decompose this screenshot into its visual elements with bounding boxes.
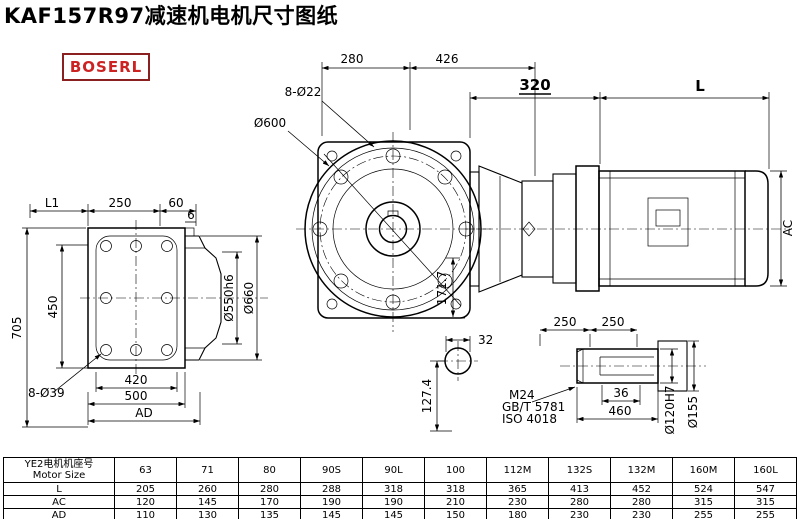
front-view: 280 426 8-Ø22 Ø600 171.7	[254, 52, 536, 332]
dim-6: 6	[187, 208, 195, 222]
dim-d550h6: Ø550h6	[222, 274, 236, 322]
table-cell: 135	[238, 508, 301, 519]
label-iso-4018: ISO 4018	[502, 412, 557, 426]
dim-d120H7: Ø120H7	[663, 385, 677, 434]
table-cell: 145	[362, 508, 425, 519]
page-title: KAF157R97减速机电机尺寸图纸	[4, 4, 339, 28]
table-header-motor-size: YE2电机机座号 Motor Size	[3, 457, 115, 483]
table-cell: 145	[300, 508, 363, 519]
dim-280: 280	[341, 52, 364, 66]
size-header-cell: 90L	[362, 457, 425, 483]
table-cell: 280	[238, 482, 301, 496]
table-cell: 260	[176, 482, 239, 496]
size-header-cell: 100	[424, 457, 487, 483]
dim-d155: Ø155	[686, 396, 700, 428]
size-header-cell: 112M	[486, 457, 549, 483]
dim-L: L	[695, 77, 705, 95]
table-cell: 120	[114, 495, 177, 509]
table-cell: 315	[734, 495, 797, 509]
table-cell: 318	[424, 482, 487, 496]
dim-AD: AD	[135, 406, 152, 420]
label-gbt-5781: GB/T 5781	[502, 400, 565, 414]
size-header-cell: 80	[238, 457, 301, 483]
size-header-cell: 71	[176, 457, 239, 483]
table-cell: 315	[672, 495, 735, 509]
dim-426: 426	[436, 52, 459, 66]
table-cell: 210	[424, 495, 487, 509]
table-cell: 288	[300, 482, 363, 496]
dim-500: 500	[125, 389, 148, 403]
motor-view: 320 L AC	[465, 76, 795, 293]
dim-32: 32	[478, 333, 493, 347]
dim-460: 460	[609, 404, 632, 418]
header-cn: YE2电机机座号	[24, 459, 94, 470]
table-cell: 230	[610, 508, 673, 519]
table-cell: 130	[176, 508, 239, 519]
table-cell: 205	[114, 482, 177, 496]
dim-M24: M24	[509, 388, 535, 402]
table-cell: 230	[548, 508, 611, 519]
table-cell: 452	[610, 482, 673, 496]
table-cell: 524	[672, 482, 735, 496]
dim-36: 36	[613, 386, 628, 400]
dim-705: 705	[10, 317, 24, 340]
drawing-svg: L1 250 60 6 705 450 Ø550h6 Ø660	[10, 52, 795, 435]
dim-450: 450	[46, 296, 60, 319]
dim-8-d39: 8-Ø39	[28, 386, 65, 400]
terminal-box	[647, 197, 689, 247]
table-cell: 190	[300, 495, 363, 509]
dim-250-a: 250	[554, 315, 577, 329]
dim-127-4: 127.4	[420, 379, 434, 413]
table-cell: 150	[424, 508, 487, 519]
dim-L1: L1	[45, 196, 59, 210]
oil-plug-icon	[522, 221, 536, 237]
size-header-cell: 160M	[672, 457, 735, 483]
dim-60: 60	[168, 196, 183, 210]
shaft-detail-view: 250 250 M24 GB/T 5781 ISO 4018 36 460 Ø1…	[502, 315, 706, 435]
dim-AC: AC	[781, 220, 795, 236]
row-label-cell: L	[3, 482, 115, 496]
dim-420: 420	[125, 373, 148, 387]
table-cell: 180	[486, 508, 549, 519]
table-cell: 318	[362, 482, 425, 496]
row-label-cell: AD	[3, 508, 115, 519]
table-cell: 547	[734, 482, 797, 496]
size-header-cell: 132S	[548, 457, 611, 483]
shaft-section-view: 32 127.4	[420, 333, 493, 432]
dim-171-7: 171.7	[435, 271, 449, 305]
size-header-cell: 63	[114, 457, 177, 483]
size-header-cell: 90S	[300, 457, 363, 483]
dim-d600: Ø600	[254, 116, 286, 130]
table-cell: 255	[734, 508, 797, 519]
table-cell: 280	[548, 495, 611, 509]
dim-250-b: 250	[602, 315, 625, 329]
table-cell: 110	[114, 508, 177, 519]
table-cell: 230	[486, 495, 549, 509]
row-label-cell: AC	[3, 495, 115, 509]
dim-320: 320	[519, 76, 550, 94]
left-view: L1 250 60 6 705 450 Ø550h6 Ø660	[10, 196, 268, 428]
dim-250-left: 250	[109, 196, 132, 210]
size-header-cell: 160L	[734, 457, 797, 483]
table-cell: 145	[176, 495, 239, 509]
table-cell: 280	[610, 495, 673, 509]
table-cell: 255	[672, 508, 735, 519]
size-header-cell: 132M	[610, 457, 673, 483]
table-cell: 365	[486, 482, 549, 496]
dim-8-d22: 8-Ø22	[285, 85, 322, 99]
header-en: Motor Size	[32, 470, 86, 481]
table-cell: 190	[362, 495, 425, 509]
table-cell: 413	[548, 482, 611, 496]
brand-logo: BOSERL	[62, 53, 150, 81]
table-cell: 170	[238, 495, 301, 509]
dim-d660: Ø660	[242, 282, 256, 314]
